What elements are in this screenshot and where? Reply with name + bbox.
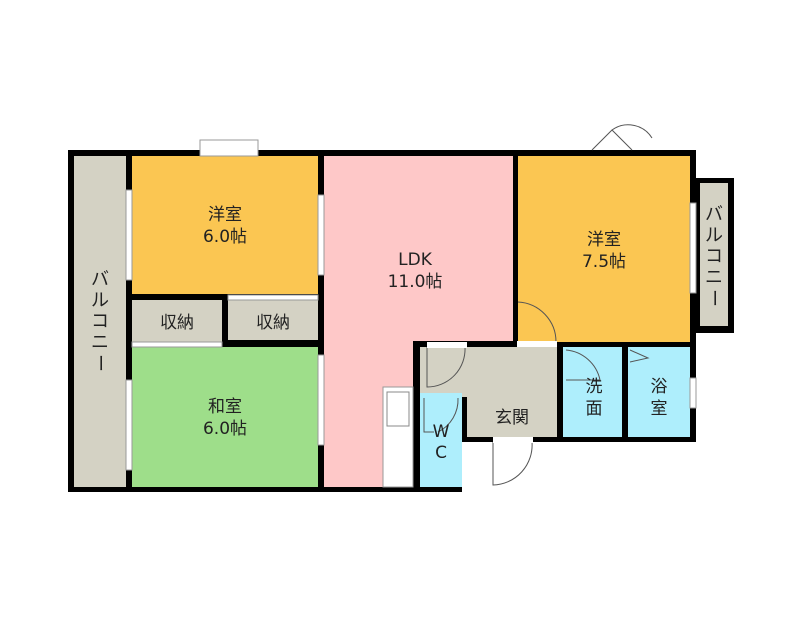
svg-text:W: W bbox=[433, 422, 450, 442]
balcony-right-label: バ ル コ ニ ー bbox=[703, 204, 724, 307]
western-room-2-size: 7.5帖 bbox=[582, 252, 626, 272]
windows bbox=[125, 139, 697, 471]
western-room-1-label: 洋室 bbox=[208, 205, 242, 225]
svg-text:コ: コ bbox=[91, 311, 109, 332]
wc-label: W C bbox=[433, 422, 450, 463]
ldk-label: LDK bbox=[398, 250, 433, 270]
western-room-1-size: 6.0帖 bbox=[203, 227, 247, 247]
bathroom bbox=[628, 347, 690, 437]
svg-text:室: 室 bbox=[651, 399, 668, 419]
japanese-room bbox=[132, 347, 318, 487]
bathroom-label: 浴 室 bbox=[651, 377, 668, 419]
svg-text:C: C bbox=[435, 443, 447, 463]
svg-text:面: 面 bbox=[586, 399, 603, 419]
balcony-left bbox=[74, 156, 126, 487]
western-room-1 bbox=[132, 156, 318, 294]
svg-text:ー: ー bbox=[703, 289, 724, 307]
svg-text:ニ: ニ bbox=[91, 332, 109, 353]
doors bbox=[423, 124, 653, 486]
hallway bbox=[420, 347, 557, 397]
balcony-right bbox=[700, 183, 728, 326]
storage-1 bbox=[132, 300, 222, 342]
entrance-area bbox=[467, 397, 557, 437]
western-room-2-label: 洋室 bbox=[587, 230, 621, 250]
storage-2 bbox=[228, 300, 318, 340]
western-room-2 bbox=[518, 156, 690, 342]
svg-text:ー: ー bbox=[89, 354, 110, 372]
japanese-room-size: 6.0帖 bbox=[203, 419, 247, 439]
washroom-label: 洗 面 bbox=[586, 377, 603, 419]
balcony-left-label: バ ル コ ニ ー bbox=[89, 269, 110, 372]
svg-text:ル: ル bbox=[91, 290, 109, 311]
svg-text:ル: ル bbox=[705, 225, 723, 246]
washroom bbox=[563, 347, 622, 437]
wc-room bbox=[420, 393, 462, 487]
entrance-label: 玄関 bbox=[495, 408, 529, 428]
sink bbox=[386, 391, 410, 427]
svg-text:ニ: ニ bbox=[705, 267, 723, 288]
ldk-room bbox=[324, 156, 513, 487]
svg-text:洗: 洗 bbox=[586, 377, 603, 397]
svg-text:コ: コ bbox=[705, 246, 723, 267]
svg-text:バ: バ bbox=[705, 204, 723, 225]
svg-text:浴: 浴 bbox=[651, 377, 668, 397]
japanese-room-label: 和室 bbox=[208, 397, 242, 417]
ldk-size: 11.0帖 bbox=[388, 272, 443, 292]
storage-1-label: 収納 bbox=[160, 313, 194, 333]
svg-text:バ: バ bbox=[91, 269, 109, 290]
storage-2-label: 収納 bbox=[256, 313, 290, 333]
